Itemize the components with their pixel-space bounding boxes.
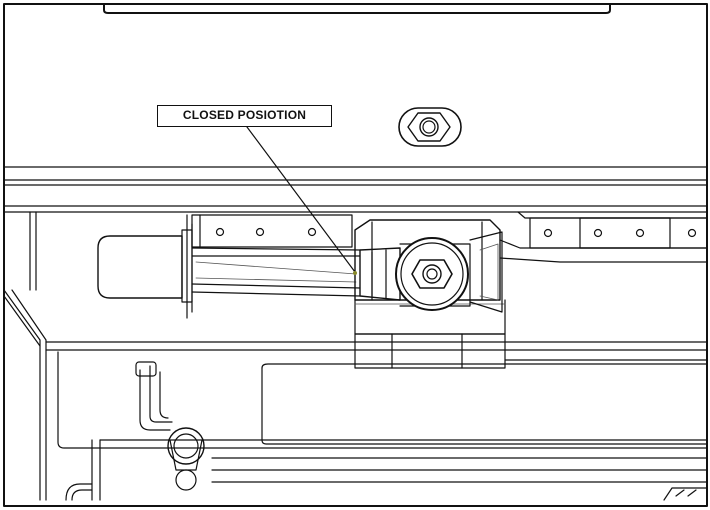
callout-leader-line	[246, 126, 356, 273]
bottom-left-detail	[65, 483, 93, 501]
upper-hex-nut	[398, 107, 462, 147]
lower-structure	[45, 341, 708, 501]
upper-rails	[3, 166, 708, 213]
pivot-bolt	[395, 237, 471, 311]
bottom-right-detail	[663, 487, 708, 501]
mounting-strip-right	[499, 211, 708, 263]
drawing-frame	[3, 3, 708, 507]
top-panel-lip	[103, 3, 611, 14]
pipe-elbow-fitting	[135, 361, 205, 491]
left-side-panel	[3, 211, 47, 501]
callout-target-dot	[353, 271, 357, 275]
rod-end-link	[359, 247, 401, 301]
closed-position-callout-label: CLOSED POSIOTION	[157, 105, 332, 127]
actuator-cylinder	[97, 214, 361, 319]
right-bracket-wing	[469, 231, 503, 313]
mounting-strip-left	[191, 214, 353, 248]
